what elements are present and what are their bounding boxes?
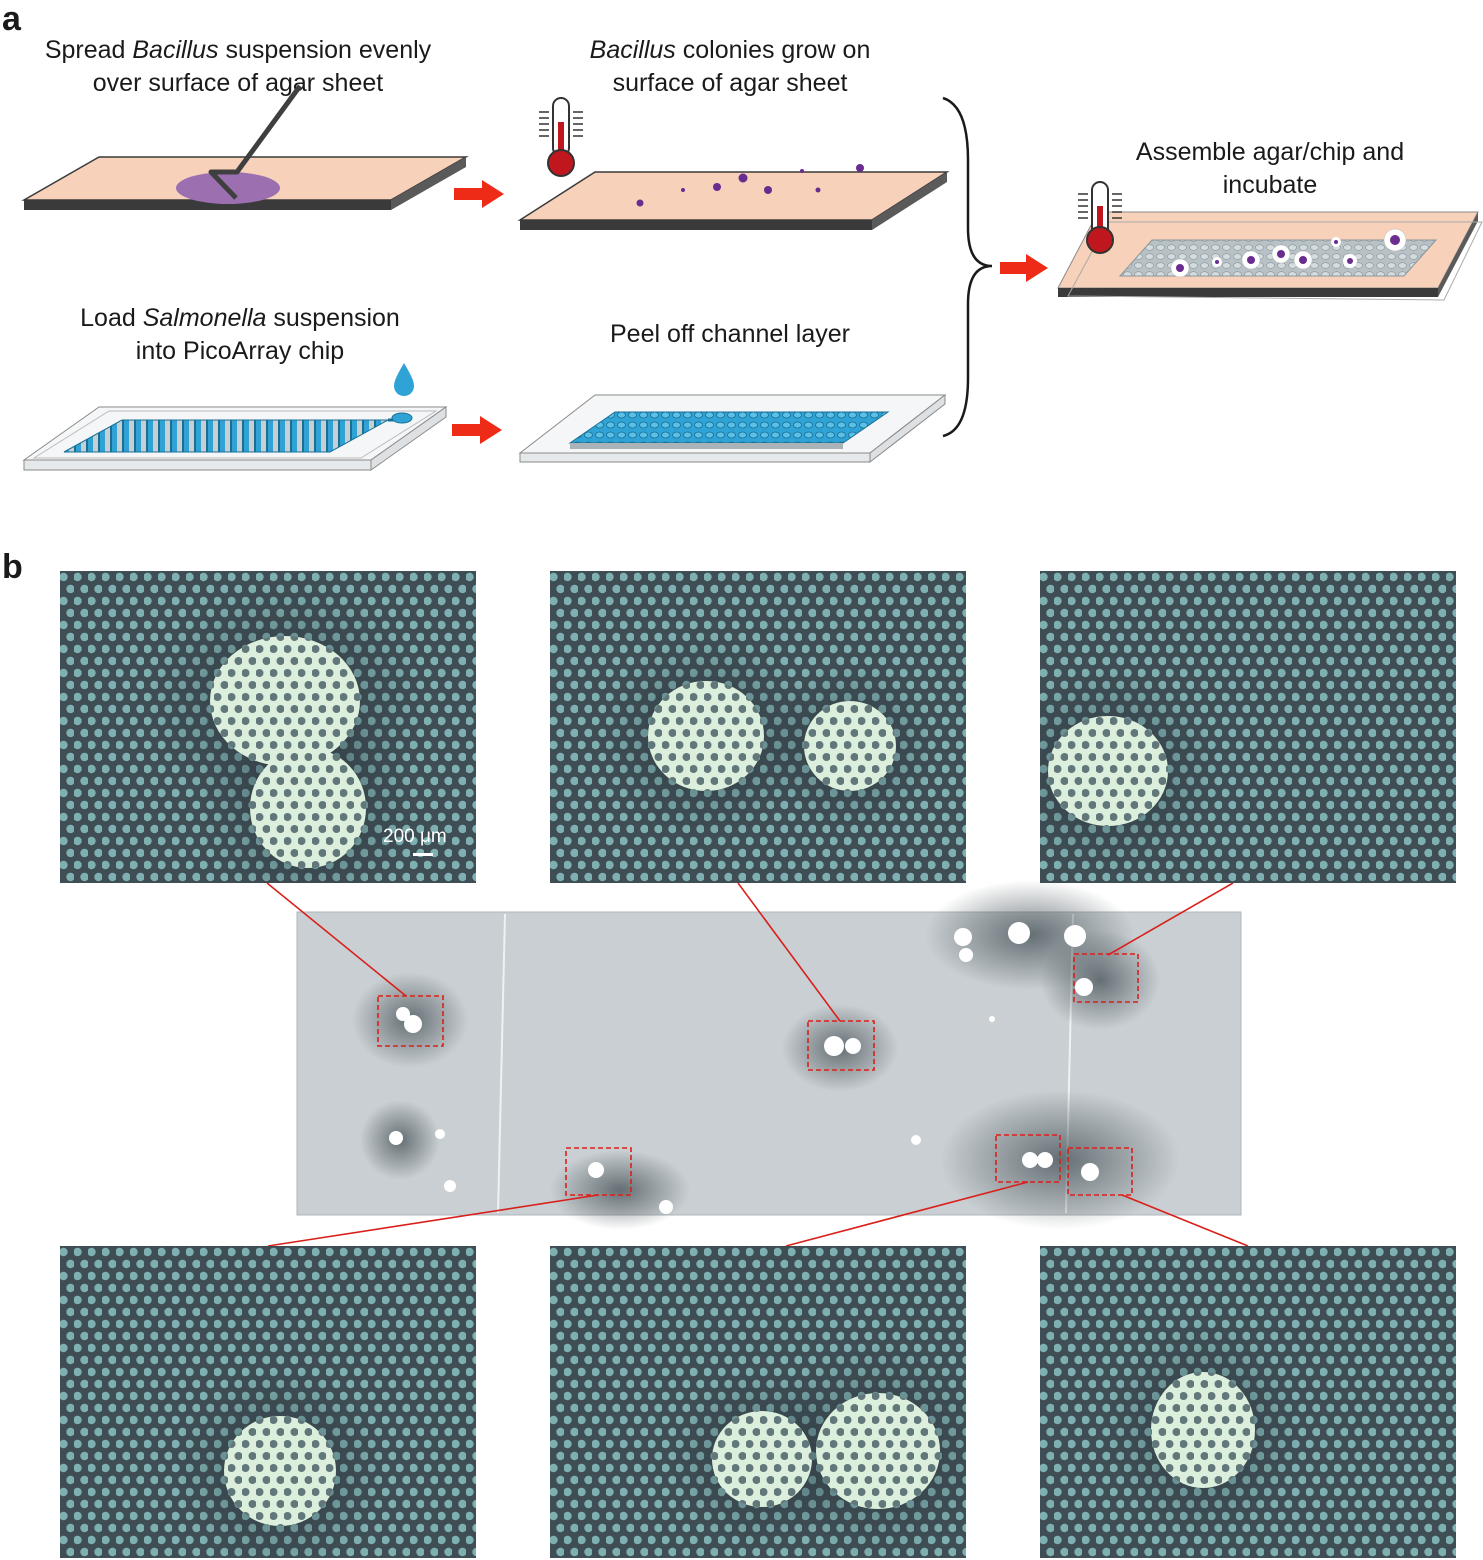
- chip-photo: [296, 880, 1242, 1230]
- scale-bar-label: 200 μm: [383, 826, 447, 847]
- panel-label-a: a: [2, 0, 21, 38]
- caption-grow-suffix: colonies grow on: [675, 36, 871, 64]
- panel-label-b: b: [2, 548, 23, 586]
- clear-zone: [1048, 716, 1168, 826]
- agar-sheet-spread: [21, 84, 469, 210]
- caption-spread-prefix: Spread: [44, 36, 133, 64]
- colony-halos: [1170, 228, 1407, 278]
- caption-grow: Bacillus colonies grow on surface of aga…: [520, 34, 940, 100]
- clear-zone: [648, 681, 764, 791]
- agar-sheet-colonies: [517, 164, 950, 230]
- arrow-right-icon: [452, 416, 502, 444]
- caption-load-prefix: Load: [80, 304, 143, 332]
- photo-colonies: [389, 922, 1099, 1214]
- caption-load-italic: Salmonella: [142, 304, 267, 332]
- caption-assemble-line2: incubate: [1222, 171, 1318, 199]
- micrograph-tile-1: [60, 571, 476, 883]
- colony: [764, 186, 772, 194]
- colony: [856, 164, 864, 172]
- micrograph-tile-6: [1040, 1246, 1456, 1558]
- selection-boxes: [377, 953, 1139, 1196]
- inlet-port: [391, 412, 413, 424]
- clear-zone: [712, 1411, 812, 1507]
- thermometer-icon: [539, 97, 583, 177]
- connector-lines: [266, 882, 1249, 1247]
- clear-zone: [804, 701, 896, 791]
- caption-grow-italic: Bacillus: [589, 36, 676, 64]
- colony: [738, 173, 748, 183]
- caption-load-suffix: suspension: [266, 304, 400, 332]
- colony: [815, 187, 821, 193]
- spreader-icon: [208, 84, 303, 200]
- caption-assemble: Assemble agar/chip and incubate: [1060, 136, 1480, 202]
- colony: [636, 199, 644, 207]
- caption-grow-line2: surface of agar sheet: [612, 69, 848, 97]
- caption-spread: Spread Bacillus suspension evenly over s…: [18, 34, 458, 100]
- caption-spread-italic: Bacillus: [132, 36, 219, 64]
- clear-zone: [816, 1393, 940, 1509]
- droplet-icon: [394, 363, 414, 396]
- clear-zone: [1151, 1372, 1255, 1488]
- brace: [942, 96, 993, 438]
- caption-spread-line2: over surface of agar sheet: [92, 69, 384, 97]
- clear-zone: [224, 1416, 336, 1526]
- assembled-chip: [1057, 211, 1483, 301]
- caption-assemble-line1: Assemble agar/chip and: [1135, 138, 1405, 166]
- clear-zone: [210, 636, 360, 766]
- peeled-chip: [518, 393, 947, 464]
- arrow-right-icon: [454, 180, 504, 208]
- micrograph-tile-3: [1040, 571, 1456, 883]
- caption-load: Load Salmonella suspension into PicoArra…: [30, 302, 450, 368]
- caption-peel: Peel off channel layer: [610, 320, 850, 348]
- picoarray-chip: [22, 406, 448, 471]
- colony: [681, 188, 685, 192]
- colony: [800, 169, 804, 173]
- scale-bar: [413, 853, 433, 856]
- caption-spread-suffix: suspension evenly: [218, 36, 432, 64]
- arrow-right-icon: [1000, 254, 1048, 282]
- colony: [713, 183, 721, 191]
- micrograph-tile-4: [60, 1246, 476, 1558]
- micrograph-tile-2: [550, 571, 966, 883]
- micrograph-tile-5: [550, 1246, 966, 1558]
- thermometer-icon: [1078, 181, 1122, 254]
- clear-zone: [250, 748, 366, 868]
- caption-load-line2: into PicoArray chip: [135, 337, 345, 365]
